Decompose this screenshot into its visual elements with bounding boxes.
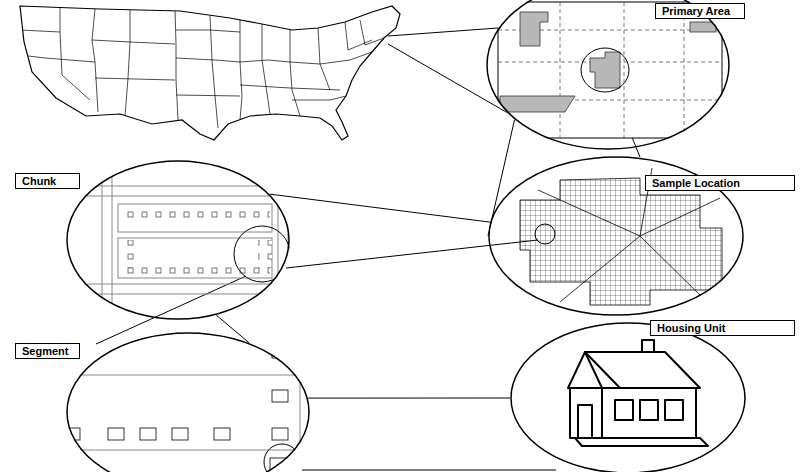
circle-outline bbox=[66, 332, 310, 472]
circle-outline bbox=[66, 160, 290, 320]
zoom-line bbox=[308, 398, 510, 399]
chunk-blocks bbox=[60, 150, 300, 330]
circle-outline bbox=[486, 0, 730, 150]
zoom-circle: Primary Area bbox=[486, 0, 730, 150]
house-drawing bbox=[568, 340, 708, 446]
zoom-label: Segment bbox=[15, 343, 80, 359]
zoom-circle: Housing Unit bbox=[510, 322, 746, 472]
zoom-circle: Chunk bbox=[66, 160, 290, 320]
us-map bbox=[20, 6, 400, 140]
zoom-label: Sample Location bbox=[645, 175, 795, 191]
segment-houses bbox=[60, 330, 312, 472]
zoom-label: Chunk bbox=[15, 173, 80, 189]
primary-area-map bbox=[498, 2, 722, 138]
zoom-circle: Sample Location bbox=[488, 156, 744, 316]
circle-outline bbox=[510, 322, 746, 472]
zoom-label: Primary Area bbox=[655, 3, 745, 19]
zoom-label: Housing Unit bbox=[650, 320, 795, 336]
zoom-line bbox=[270, 194, 490, 222]
zoom-circle: Segment bbox=[66, 332, 310, 472]
